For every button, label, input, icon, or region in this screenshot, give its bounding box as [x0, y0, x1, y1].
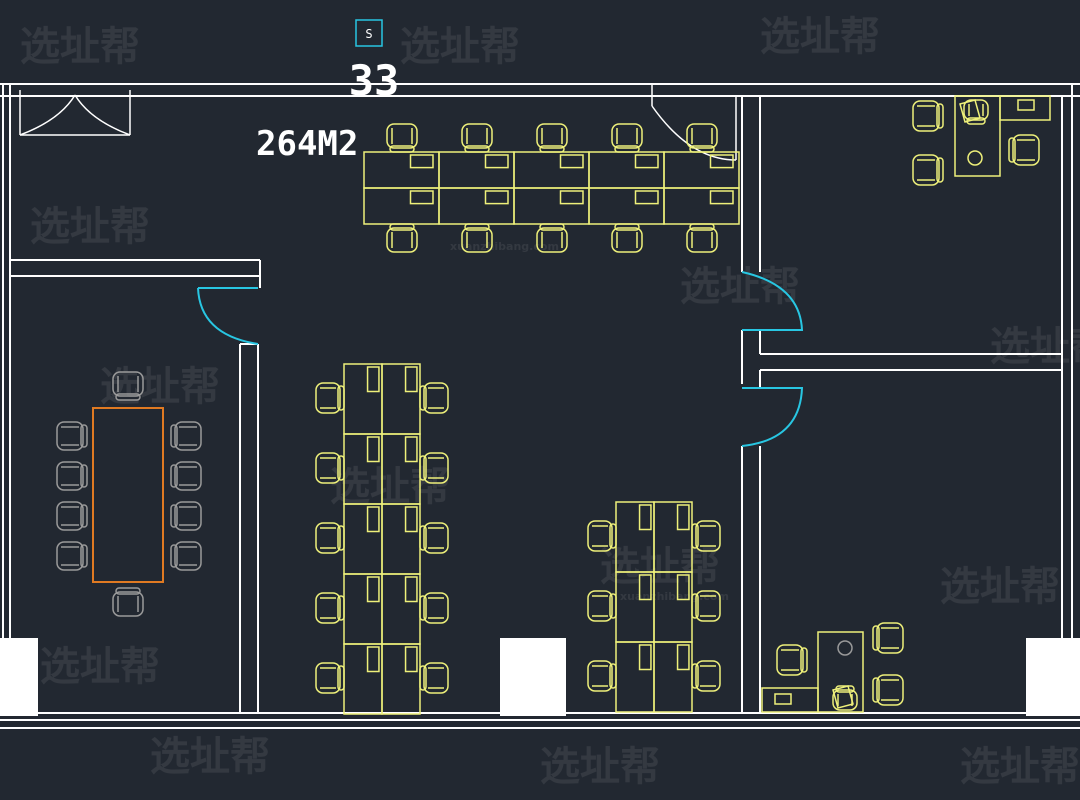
chair-icon [315, 452, 345, 484]
elevator-icon: S [365, 27, 372, 41]
office-monitor-icon [832, 685, 854, 709]
chair-icon [776, 644, 808, 676]
chair-icon [536, 223, 568, 253]
pillars [0, 638, 1080, 716]
chair-icon [56, 501, 88, 531]
chair-icon [691, 660, 721, 692]
watermark: 选址帮 [400, 24, 520, 70]
chair-icon [56, 541, 88, 571]
chair-icon [170, 461, 202, 491]
chair-icon [461, 223, 493, 253]
chair-icon [587, 520, 617, 552]
office-upper-chairs [912, 99, 1040, 186]
chair-icon [315, 522, 345, 554]
chair-icon [419, 522, 449, 554]
watermark: 选址帮 [150, 734, 270, 780]
chair-icon [386, 123, 418, 153]
watermark: 选址帮 [760, 14, 880, 60]
chair-icon [912, 154, 944, 186]
office-lower-chairs [776, 622, 904, 711]
chair-icon [315, 382, 345, 414]
office-lower [761, 631, 864, 713]
right-workstation-chairs [587, 520, 721, 692]
chair-icon [419, 662, 449, 694]
area-label: 264M2 [256, 124, 358, 164]
chair-icon [56, 461, 88, 491]
chair-icon [419, 592, 449, 624]
meeting-room-door-arc [197, 287, 259, 345]
pillar [1026, 638, 1080, 716]
pillar [0, 638, 38, 716]
top-workstation-chairs [386, 123, 718, 253]
interior-walls [10, 96, 1062, 713]
entry-double-door [19, 90, 131, 136]
chair-icon [315, 662, 345, 694]
chair-icon [386, 223, 418, 253]
watermark-url: xuanzhibang.com [450, 240, 559, 253]
chair-icon [56, 421, 88, 451]
chair-icon [963, 99, 989, 125]
office-cabinet [999, 95, 1051, 121]
left-workstation-chairs [315, 382, 449, 694]
office-desk [954, 95, 1001, 177]
office-phone-icon [774, 693, 792, 705]
chair-icon [587, 590, 617, 622]
office-desk [817, 631, 864, 713]
chair-icon [912, 100, 944, 132]
chair-icon [686, 223, 718, 253]
watermark: 选址帮 [20, 24, 140, 70]
watermark: 选址帮 [960, 744, 1080, 790]
chair-icon [611, 223, 643, 253]
watermark: 选址帮 [330, 464, 450, 510]
chair-icon [315, 592, 345, 624]
watermark: 选址帮 [600, 544, 720, 590]
chair-icon [419, 452, 449, 484]
swing-doors [197, 271, 804, 447]
meeting-table [92, 407, 164, 583]
watermark: 选址帮 [990, 324, 1080, 370]
watermark: 选址帮 [680, 264, 800, 310]
chair-icon [170, 421, 202, 451]
office-lamp-icon [837, 640, 853, 656]
watermark: 选址帮 [40, 644, 160, 690]
chair-icon [170, 541, 202, 571]
chair-icon [1008, 134, 1040, 166]
watermark-layer: 选址帮 选址帮 选址帮 选址帮 选址帮 选址帮 选址帮 选址帮 选址帮 选址帮 … [20, 14, 1080, 790]
office-lamp-icon [967, 150, 983, 166]
watermark: 选址帮 [540, 744, 660, 790]
chair-icon [611, 123, 643, 153]
chair-icon [686, 123, 718, 153]
office-phone-icon [1017, 99, 1035, 111]
chair-icon [112, 371, 144, 401]
exterior-walls [0, 83, 1080, 729]
pillar [500, 638, 566, 716]
unit-number: 33 [349, 56, 400, 105]
chair-icon [461, 123, 493, 153]
watermark: 选址帮 [30, 204, 150, 250]
elevator-box [355, 19, 383, 47]
chair-icon [691, 520, 721, 552]
chair-icon [691, 590, 721, 622]
chair-icon [419, 382, 449, 414]
office-upper-door [741, 271, 804, 331]
chair-icon [872, 674, 904, 706]
chair-icon [832, 685, 858, 711]
watermark: 选址帮 [940, 564, 1060, 610]
chair-icon [170, 501, 202, 531]
meeting-room-chairs [56, 371, 202, 617]
office-lower-door [741, 387, 804, 447]
chair-icon [112, 587, 144, 617]
chair-icon [587, 660, 617, 692]
chair-icon [872, 622, 904, 654]
chair-icon [536, 123, 568, 153]
office-cabinet [761, 687, 819, 713]
elevator-marker: S [355, 19, 383, 47]
